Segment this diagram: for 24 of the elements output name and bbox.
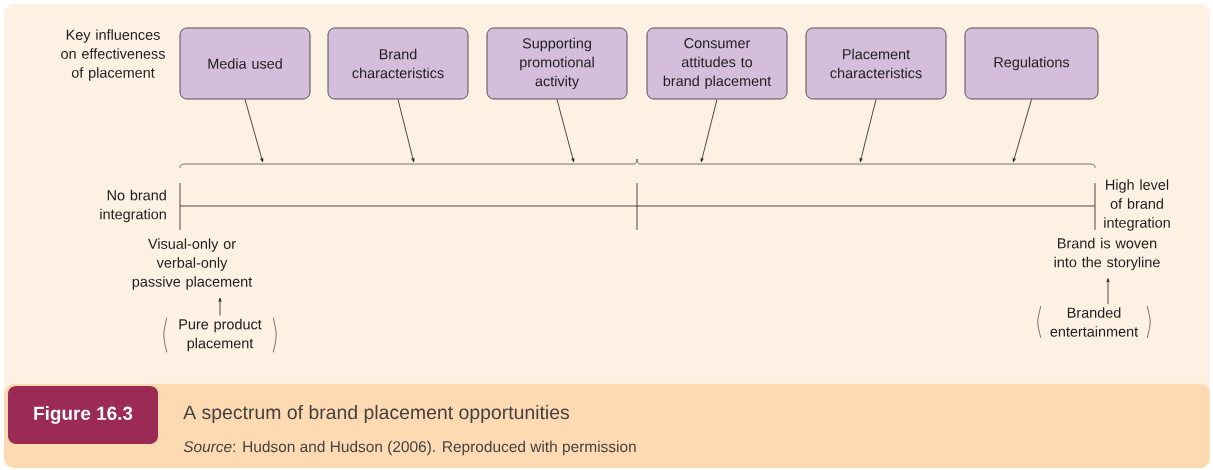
factor-box: Consumer attitudes to brand placement [646,27,788,100]
axis-label: High level of brand integration [1104,179,1170,231]
axis-label: No brand integration [100,189,166,223]
arrow [1012,99,1032,163]
factor-box: Media used [179,27,311,100]
figure-title: A spectrum of brand placement opportunities [183,404,570,424]
arrow [556,99,575,163]
source-note: Source: Hudson and Hudson (2006). Reproduced with permission [183,440,636,456]
factor-box: Regulations [964,27,1099,100]
arrow [1106,278,1110,305]
arrow [397,99,415,163]
arrow [218,297,222,316]
arrow [700,99,718,163]
placement-text: Brand is woven into the storyline [1054,237,1160,271]
figure-badge: Figure 16.3 [8,386,158,444]
axis-label: Key influences on effectiveness of placement [61,29,165,81]
factor-box: Placement characteristics [805,27,947,100]
placement-type: Branded entertainment [1050,307,1139,337]
placement-type: Pure product placement [179,318,262,352]
arrow [244,99,264,163]
placement-text: Visual-only or verbal-only passive placement [132,238,253,290]
factor-box: Brand characteristics [327,27,469,100]
factor-box: Supporting promotional activity [486,27,628,100]
arrow [859,99,877,163]
